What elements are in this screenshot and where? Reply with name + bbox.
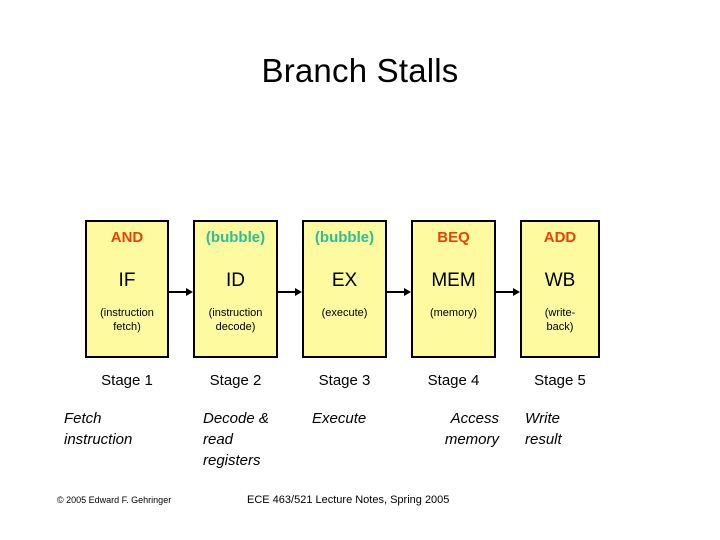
pipeline-stage-box-4[interactable]: BEQ MEM (memory) (411, 220, 496, 358)
stage-action-label: Decode & read registers (203, 410, 269, 469)
stage-abbrev-label: MEM (431, 270, 476, 291)
footer-copyright: © 2005 Edward F. Gehringer (57, 495, 172, 505)
stage-number-label: Stage 3 (318, 372, 371, 389)
stage-description-line: (write- (544, 307, 576, 319)
arrow-right-icon (496, 288, 520, 297)
stage-action-label: Execute (312, 410, 367, 427)
stage-description: (execute) (304, 306, 385, 320)
stage-description-line: (instruction (100, 307, 154, 319)
arrow-shaft (278, 291, 296, 293)
stage-instruction-label: (bubble) (314, 229, 375, 246)
stage-description-line: (instruction (208, 307, 263, 319)
arrow-head (295, 288, 302, 296)
stage-description-line: (execute) (321, 307, 368, 319)
stage-action-label: Access memory (444, 410, 499, 448)
pipeline-stage-box-5[interactable]: ADD WB (write- back) (520, 220, 600, 358)
arrow-head (404, 288, 411, 296)
stage-description-line: decode) (215, 321, 256, 333)
stage-instruction-label: BEQ (437, 229, 470, 246)
arrow-shaft (387, 291, 405, 293)
stage-description: (memory) (413, 306, 494, 320)
footer-course-info: ECE 463/521 Lecture Notes, Spring 2005 (247, 494, 450, 506)
stage-number-label: Stage 2 (209, 372, 262, 389)
pipeline-stage-box-1[interactable]: AND IF (instruction fetch) (85, 220, 169, 358)
stage-action-label: Write result (525, 410, 562, 448)
stage-description-line: (memory) (429, 307, 478, 319)
stage-number-label: Stage 4 (427, 372, 480, 389)
stage-description: (instruction fetch) (87, 306, 167, 334)
page-title: Branch Stalls (261, 52, 459, 89)
pipeline-stage-box-2[interactable]: (bubble) ID (instruction decode) (193, 220, 278, 358)
stage-description: (instruction decode) (195, 306, 276, 334)
stage-number-label: Stage 5 (534, 372, 586, 389)
pipeline-stage-box-3[interactable]: (bubble) EX (execute) (302, 220, 387, 358)
arrow-right-icon (387, 288, 411, 297)
arrow-right-icon (278, 288, 302, 297)
stage-abbrev-label: EX (331, 270, 358, 291)
stage-description: (write- back) (522, 306, 598, 334)
stage-description-line: back) (546, 321, 574, 333)
stage-number-label: Stage 1 (101, 372, 153, 389)
arrow-right-icon (169, 288, 193, 297)
stage-abbrev-label: IF (118, 270, 136, 291)
arrow-head (513, 288, 520, 296)
stage-description-line: fetch) (113, 321, 141, 333)
arrow-head (186, 288, 193, 296)
arrow-shaft (496, 291, 514, 293)
stage-abbrev-label: WB (544, 270, 576, 291)
stage-action-label: Fetch instruction (64, 410, 133, 448)
stage-instruction-label: (bubble) (205, 229, 266, 246)
stage-instruction-label: ADD (543, 229, 577, 246)
arrow-shaft (169, 291, 187, 293)
stage-instruction-label: AND (110, 229, 144, 246)
stage-abbrev-label: ID (226, 270, 245, 291)
